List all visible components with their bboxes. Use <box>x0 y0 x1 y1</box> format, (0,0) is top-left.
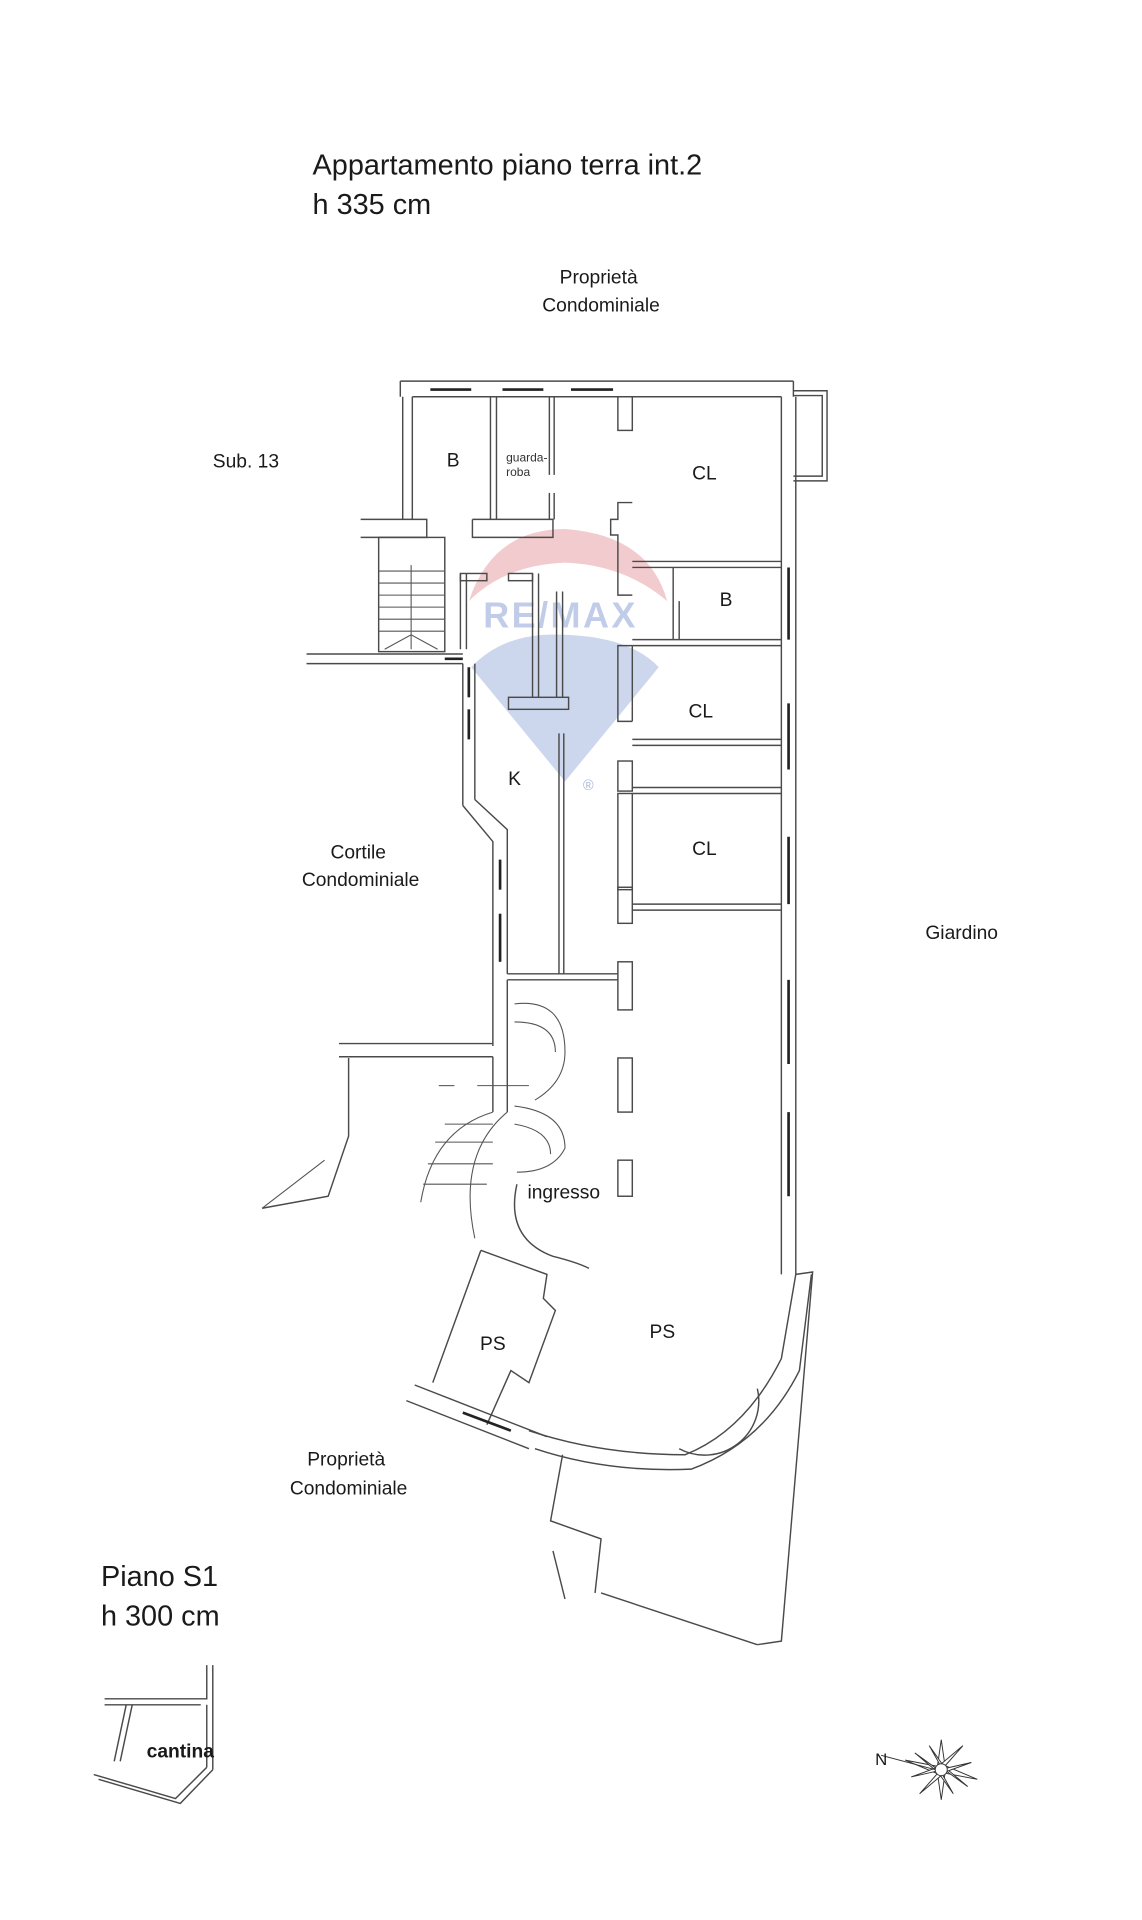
exterior-walls <box>400 380 828 1275</box>
stair-kitchen-walls <box>306 536 618 1113</box>
registered-mark: ® <box>583 778 594 794</box>
room-label-kitchen: K <box>508 769 521 790</box>
staircase-north <box>378 565 445 650</box>
entrance-stairs <box>261 1002 590 1270</box>
watermark-text: RE/MAX <box>483 595 638 636</box>
remax-watermark: RE/MAX ® <box>468 528 668 794</box>
room-label-cellar: cantina <box>147 1742 215 1763</box>
room-label-bath-2: B <box>720 590 733 611</box>
room-label-bedroom-1: CL <box>692 464 717 485</box>
room-label-bedroom-2: CL <box>689 702 714 723</box>
south-area-label-2: Condominiale <box>290 1478 408 1499</box>
courtyard-label-2: Condominiale <box>302 870 420 891</box>
garden-label: Giardino <box>925 923 998 944</box>
room-label-entrance: ingresso <box>527 1183 600 1204</box>
room-label-bath-1: B <box>447 450 460 471</box>
cellar-walls <box>93 1665 214 1805</box>
north-wing-walls <box>360 381 782 1197</box>
north-area-label-1: Proprietà <box>560 268 638 289</box>
compass-rose-icon <box>881 1739 978 1800</box>
courtyard-label-1: Cortile <box>330 842 386 863</box>
sub13-label: Sub. 13 <box>213 452 279 473</box>
compass-north-label: N <box>875 1750 887 1769</box>
south-walls <box>406 1249 814 1646</box>
south-area-label-1: Proprietà <box>307 1450 385 1471</box>
drawing-height: h 335 cm <box>313 189 432 221</box>
room-label-wardrobe-1: guarda- <box>506 451 547 465</box>
north-area-label-2: Condominiale <box>542 295 660 316</box>
drawing-title: Appartamento piano terra int.2 <box>313 149 703 181</box>
room-label-bedroom-3: CL <box>692 839 717 860</box>
room-label-living-small: PS <box>480 1334 506 1355</box>
basement-title: Piano S1 <box>101 1561 218 1593</box>
basement-height: h 300 cm <box>101 1600 220 1632</box>
room-label-wardrobe-2: roba <box>506 465 530 479</box>
room-label-living-large: PS <box>650 1322 676 1343</box>
